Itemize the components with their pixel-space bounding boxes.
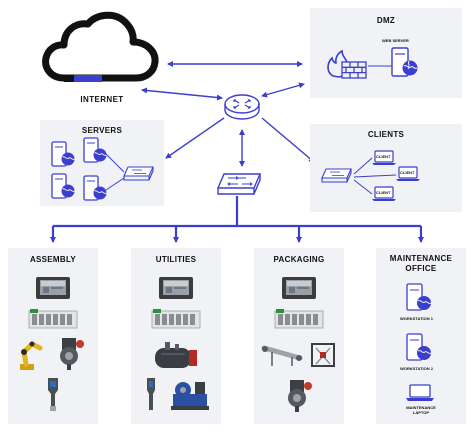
workstation-icon — [406, 333, 432, 361]
maintenance-title-text: MAINTENANCE OFFICE — [389, 254, 453, 273]
assembly-title: ASSEMBLY — [29, 255, 77, 264]
laptop-icon — [372, 150, 396, 165]
link-router-clients — [261, 117, 315, 163]
maintenance-laptop-label: MAINTENANCE LAPTOP — [406, 405, 436, 415]
client-label: CLIENT — [400, 170, 415, 175]
server-icon — [83, 137, 107, 163]
client-label: CLIENT — [376, 154, 391, 159]
clients-zone: CLIENTS CLIENT CLIENT CLIENT — [310, 124, 462, 212]
motor-drive-icon — [60, 338, 84, 370]
link-firewall-webserver — [368, 65, 394, 67]
dmz-title: DMZ — [376, 16, 396, 25]
server-icon — [51, 173, 75, 199]
maintenance-title: MAINTENANCE OFFICE — [376, 254, 466, 274]
servers-switch-icon — [123, 166, 154, 181]
server-links — [105, 153, 125, 191]
workstation-icon — [406, 283, 432, 311]
handheld-tool-icon — [48, 378, 58, 411]
hmi-panel-icon — [36, 277, 70, 299]
laptop-icon — [396, 166, 420, 181]
servers-title: SERVERS — [81, 126, 123, 135]
firewall-icon — [327, 49, 367, 79]
client-links — [353, 157, 397, 195]
internet-label: INTERNET — [80, 95, 124, 104]
assembly-zone: ASSEMBLY — [8, 248, 98, 424]
client-label: CLIENT — [376, 190, 391, 195]
plc-icon — [151, 309, 201, 329]
router-icon — [224, 94, 260, 120]
web-server-label: WEB SERVER — [382, 38, 409, 43]
plc-icon — [28, 309, 78, 329]
boiler-icon — [155, 342, 197, 368]
utilities-title: UTILITIES — [155, 255, 197, 264]
motor-drive-icon — [288, 380, 312, 412]
servers-zone: SERVERS — [40, 120, 164, 206]
hmi-panel-icon — [159, 277, 193, 299]
cloud-icon — [42, 11, 159, 82]
packaging-title: PACKAGING — [273, 255, 325, 264]
switch-icon — [216, 173, 262, 195]
workstation-1-label: WORKSTATION 1 — [400, 316, 433, 321]
wrapping-machine-icon — [311, 343, 335, 367]
laptop-icon — [372, 186, 396, 201]
maintenance-zone: MAINTENANCE OFFICE WORKSTATION 1 WORKSTA… — [376, 248, 466, 424]
server-icon — [51, 141, 75, 167]
web-server-icon — [391, 47, 418, 77]
clients-title: CLIENTS — [367, 130, 405, 139]
server-icon — [83, 175, 107, 201]
hmi-panel-icon — [282, 277, 316, 299]
packaging-zone: PACKAGING — [254, 248, 344, 424]
link-router-internet — [141, 87, 223, 101]
link-router-dmz — [261, 82, 305, 98]
plc-icon — [274, 309, 324, 329]
pump-icon — [147, 378, 155, 410]
workstation-2-label: WORKSTATION 2 — [400, 366, 433, 371]
conveyor-icon — [261, 345, 303, 366]
robot-arm-icon — [20, 341, 43, 370]
laptop-icon — [406, 384, 434, 401]
link-router-servers — [165, 117, 225, 159]
dmz-zone: DMZ WEB SERVER — [310, 8, 462, 98]
compressor-icon — [171, 382, 209, 410]
clients-switch-icon — [321, 168, 352, 183]
utilities-zone: UTILITIES — [131, 248, 221, 424]
